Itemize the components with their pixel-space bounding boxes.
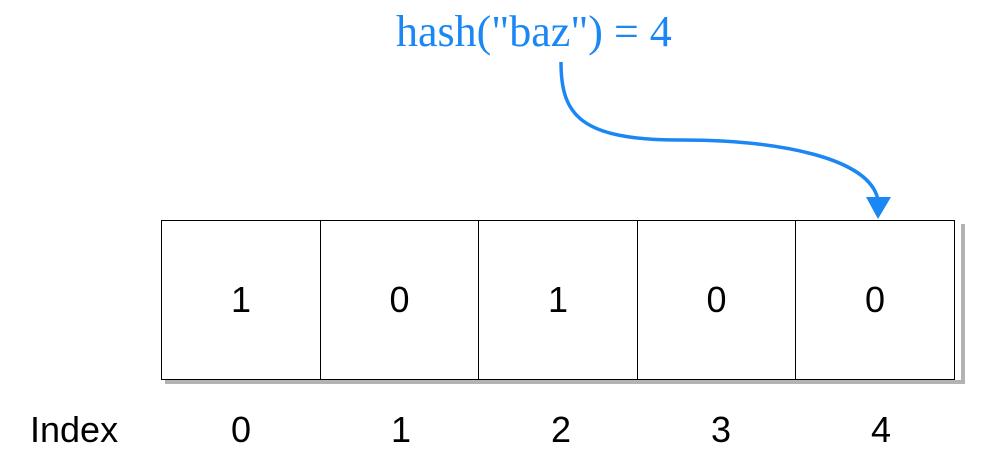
- bit-cell-2: 1: [478, 220, 638, 380]
- index-value-4: 4: [870, 409, 892, 450]
- index-value-3: 3: [710, 409, 732, 450]
- bit-cell-0: 1: [161, 220, 321, 380]
- index-value-0: 0: [230, 409, 252, 450]
- index-row: Index 0 1 2 3 4: [0, 408, 982, 452]
- hash-expression-label: hash("baz") = 4: [396, 7, 672, 56]
- bit-cell-1: 0: [319, 220, 480, 380]
- hash-pointer-path: [559, 61, 880, 201]
- index-value-2: 2: [550, 409, 572, 450]
- bit-array: 1 0 1 0 0: [161, 220, 961, 380]
- bit-cell-3: 0: [636, 220, 797, 380]
- hash-pointer-arrowhead: [866, 197, 891, 219]
- bit-cell-4: 0: [795, 220, 955, 380]
- index-values: 0 1 2 3 4: [161, 408, 961, 452]
- index-value-1: 1: [390, 409, 412, 450]
- index-title: Index: [30, 409, 119, 450]
